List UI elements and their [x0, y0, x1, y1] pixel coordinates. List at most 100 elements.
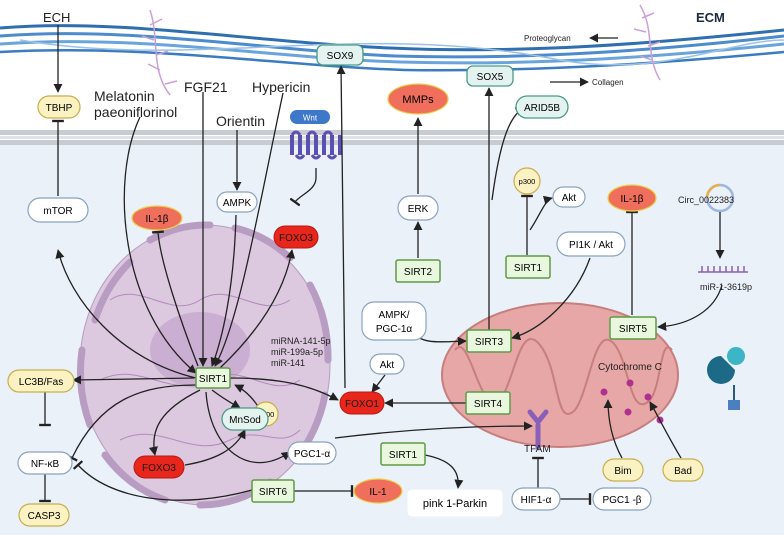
paeoniflorinol-label: paeoniflorinol: [94, 104, 177, 120]
sirt6-node: [251, 479, 295, 503]
apoptosome-icon: [707, 347, 745, 410]
sirt1-right-node: [505, 255, 551, 279]
sirt1-center-label: SIRT1: [199, 374, 228, 385]
akt-mid-node: [369, 353, 405, 375]
akt-top-label: Akt: [562, 193, 577, 204]
foxo3-bottom-node: [133, 455, 185, 479]
sirt1-bottom-label: SIRT1: [389, 450, 418, 461]
tfam-icon: [527, 409, 549, 450]
mirna-141-5p-label: miRNA-141-5p: [271, 336, 331, 346]
lc3b-fas-label: LC3B/Fas: [19, 377, 63, 388]
sirt5-node: [609, 316, 657, 340]
akt-mid-label: Akt: [380, 360, 395, 371]
ampk-node: [216, 191, 258, 213]
foxo1-label: FOXO1: [345, 399, 379, 410]
mnsod-label: MnSod: [229, 415, 261, 426]
sirt1-center-node: [195, 367, 231, 389]
casp3-node: [18, 503, 70, 527]
akt-top-node: [552, 186, 586, 208]
ampk-pgc1a-node: [361, 301, 427, 341]
circ-0022383-label: Circ_0022383: [678, 195, 734, 205]
orientin-label: Orientin: [216, 113, 265, 129]
bim-label: Bim: [614, 466, 631, 477]
pi1k-akt-label: PI1K / Akt: [569, 240, 613, 251]
lc3b-fas-node: [7, 369, 75, 393]
hif1a-node: [511, 487, 561, 511]
pgc1b-label: PGC1 -β: [602, 495, 641, 506]
mmps-node: [387, 83, 449, 115]
cell-membrane: [0, 130, 784, 145]
cytochrome-c-label: Cytochrome C: [598, 362, 662, 373]
mir-141-label: miR-141: [271, 358, 305, 368]
sox9-label: SOX9: [327, 51, 354, 62]
collagen-label: Collagen: [592, 78, 624, 87]
bad-node: [662, 458, 704, 482]
bim-node: [602, 458, 644, 482]
pi1k-akt-node: [556, 231, 626, 257]
arid5b-node: [515, 95, 569, 119]
il1b-right-node: [607, 184, 657, 212]
ampk-pgc-line2: PGC-1α: [376, 324, 413, 335]
pgc1a-node: [287, 441, 337, 465]
sirt4-label: SIRT4: [474, 399, 503, 410]
ech-label: ECH: [43, 10, 70, 25]
fgf21-label: FGF21: [184, 79, 228, 95]
hypericin-label: Hypericin: [252, 79, 310, 95]
foxo1-node: [339, 391, 385, 415]
il1-node: [353, 478, 403, 504]
mtor-label: mTOR: [43, 206, 72, 217]
bad-label: Bad: [674, 466, 692, 477]
mnsod-node: [221, 407, 269, 431]
pgc1a-label: PGC1-α: [294, 449, 331, 460]
il1b-left-node: [131, 205, 183, 231]
melatonin-label: Melatonin: [94, 88, 155, 104]
p300-top-label: p300: [519, 177, 536, 186]
mir-199a-5p-label: miR-199a-5p: [271, 347, 323, 357]
il1-label: IL-1: [369, 487, 387, 498]
mtor-node: [27, 197, 89, 223]
il1b-right-label: IL-1β: [621, 194, 644, 205]
tfam-label: TFAM: [524, 444, 551, 455]
erk-node: [397, 195, 439, 221]
ecm-label: ECM: [696, 10, 725, 25]
sirt3-label: SIRT3: [475, 337, 504, 348]
sirt1-bottom-node: [380, 442, 426, 466]
mmps-label: MMPs: [402, 94, 434, 106]
sirt2-label: SIRT2: [404, 267, 433, 278]
erk-label: ERK: [408, 204, 429, 215]
sirt6-label: SIRT6: [259, 487, 288, 498]
circ-rna-segment: [705, 183, 721, 199]
sox9-node: [316, 44, 364, 66]
sirt1-right-label: SIRT1: [514, 263, 543, 274]
il1b-left-label: IL-1β: [146, 214, 169, 225]
sirt2-node: [395, 259, 441, 283]
tbhp-node: [37, 95, 81, 119]
proteoglycan-label: Proteoglycan: [524, 34, 571, 43]
arid5b-label: ARID5B: [524, 103, 560, 114]
p300-top-node: [513, 167, 541, 195]
pgc1b-node: [592, 487, 652, 511]
pink-parkin-label: pink 1-Parkin: [423, 498, 487, 510]
nfkb-label: NF-κB: [31, 459, 60, 470]
wnt-receptor-icon: [290, 130, 342, 160]
sirt5-label: SIRT5: [619, 324, 648, 335]
wnt-ligand: [290, 110, 330, 124]
pink-parkin-node: [407, 489, 503, 517]
wnt-label: Wnt: [303, 114, 318, 123]
sirt4-node: [465, 391, 511, 415]
ampk-pgc-line1: AMPK/: [378, 310, 409, 321]
nfkb-node: [17, 451, 73, 475]
sox5-node: [466, 65, 514, 87]
hif1a-label: HIF1-α: [521, 495, 552, 506]
casp3-label: CASP3: [28, 511, 61, 522]
foxo3-bottom-label: FOXO3: [142, 463, 176, 474]
sox5-label: SOX5: [477, 72, 504, 83]
collagen-fiber: [0, 24, 784, 72]
connectors: [39, 25, 725, 505]
foxo3-top-node: [273, 225, 319, 249]
foxo3-top-label: FOXO3: [279, 233, 313, 244]
mir-1-3619p-label: miR-1-3619p: [700, 282, 752, 292]
mirna-icon: [698, 266, 748, 273]
